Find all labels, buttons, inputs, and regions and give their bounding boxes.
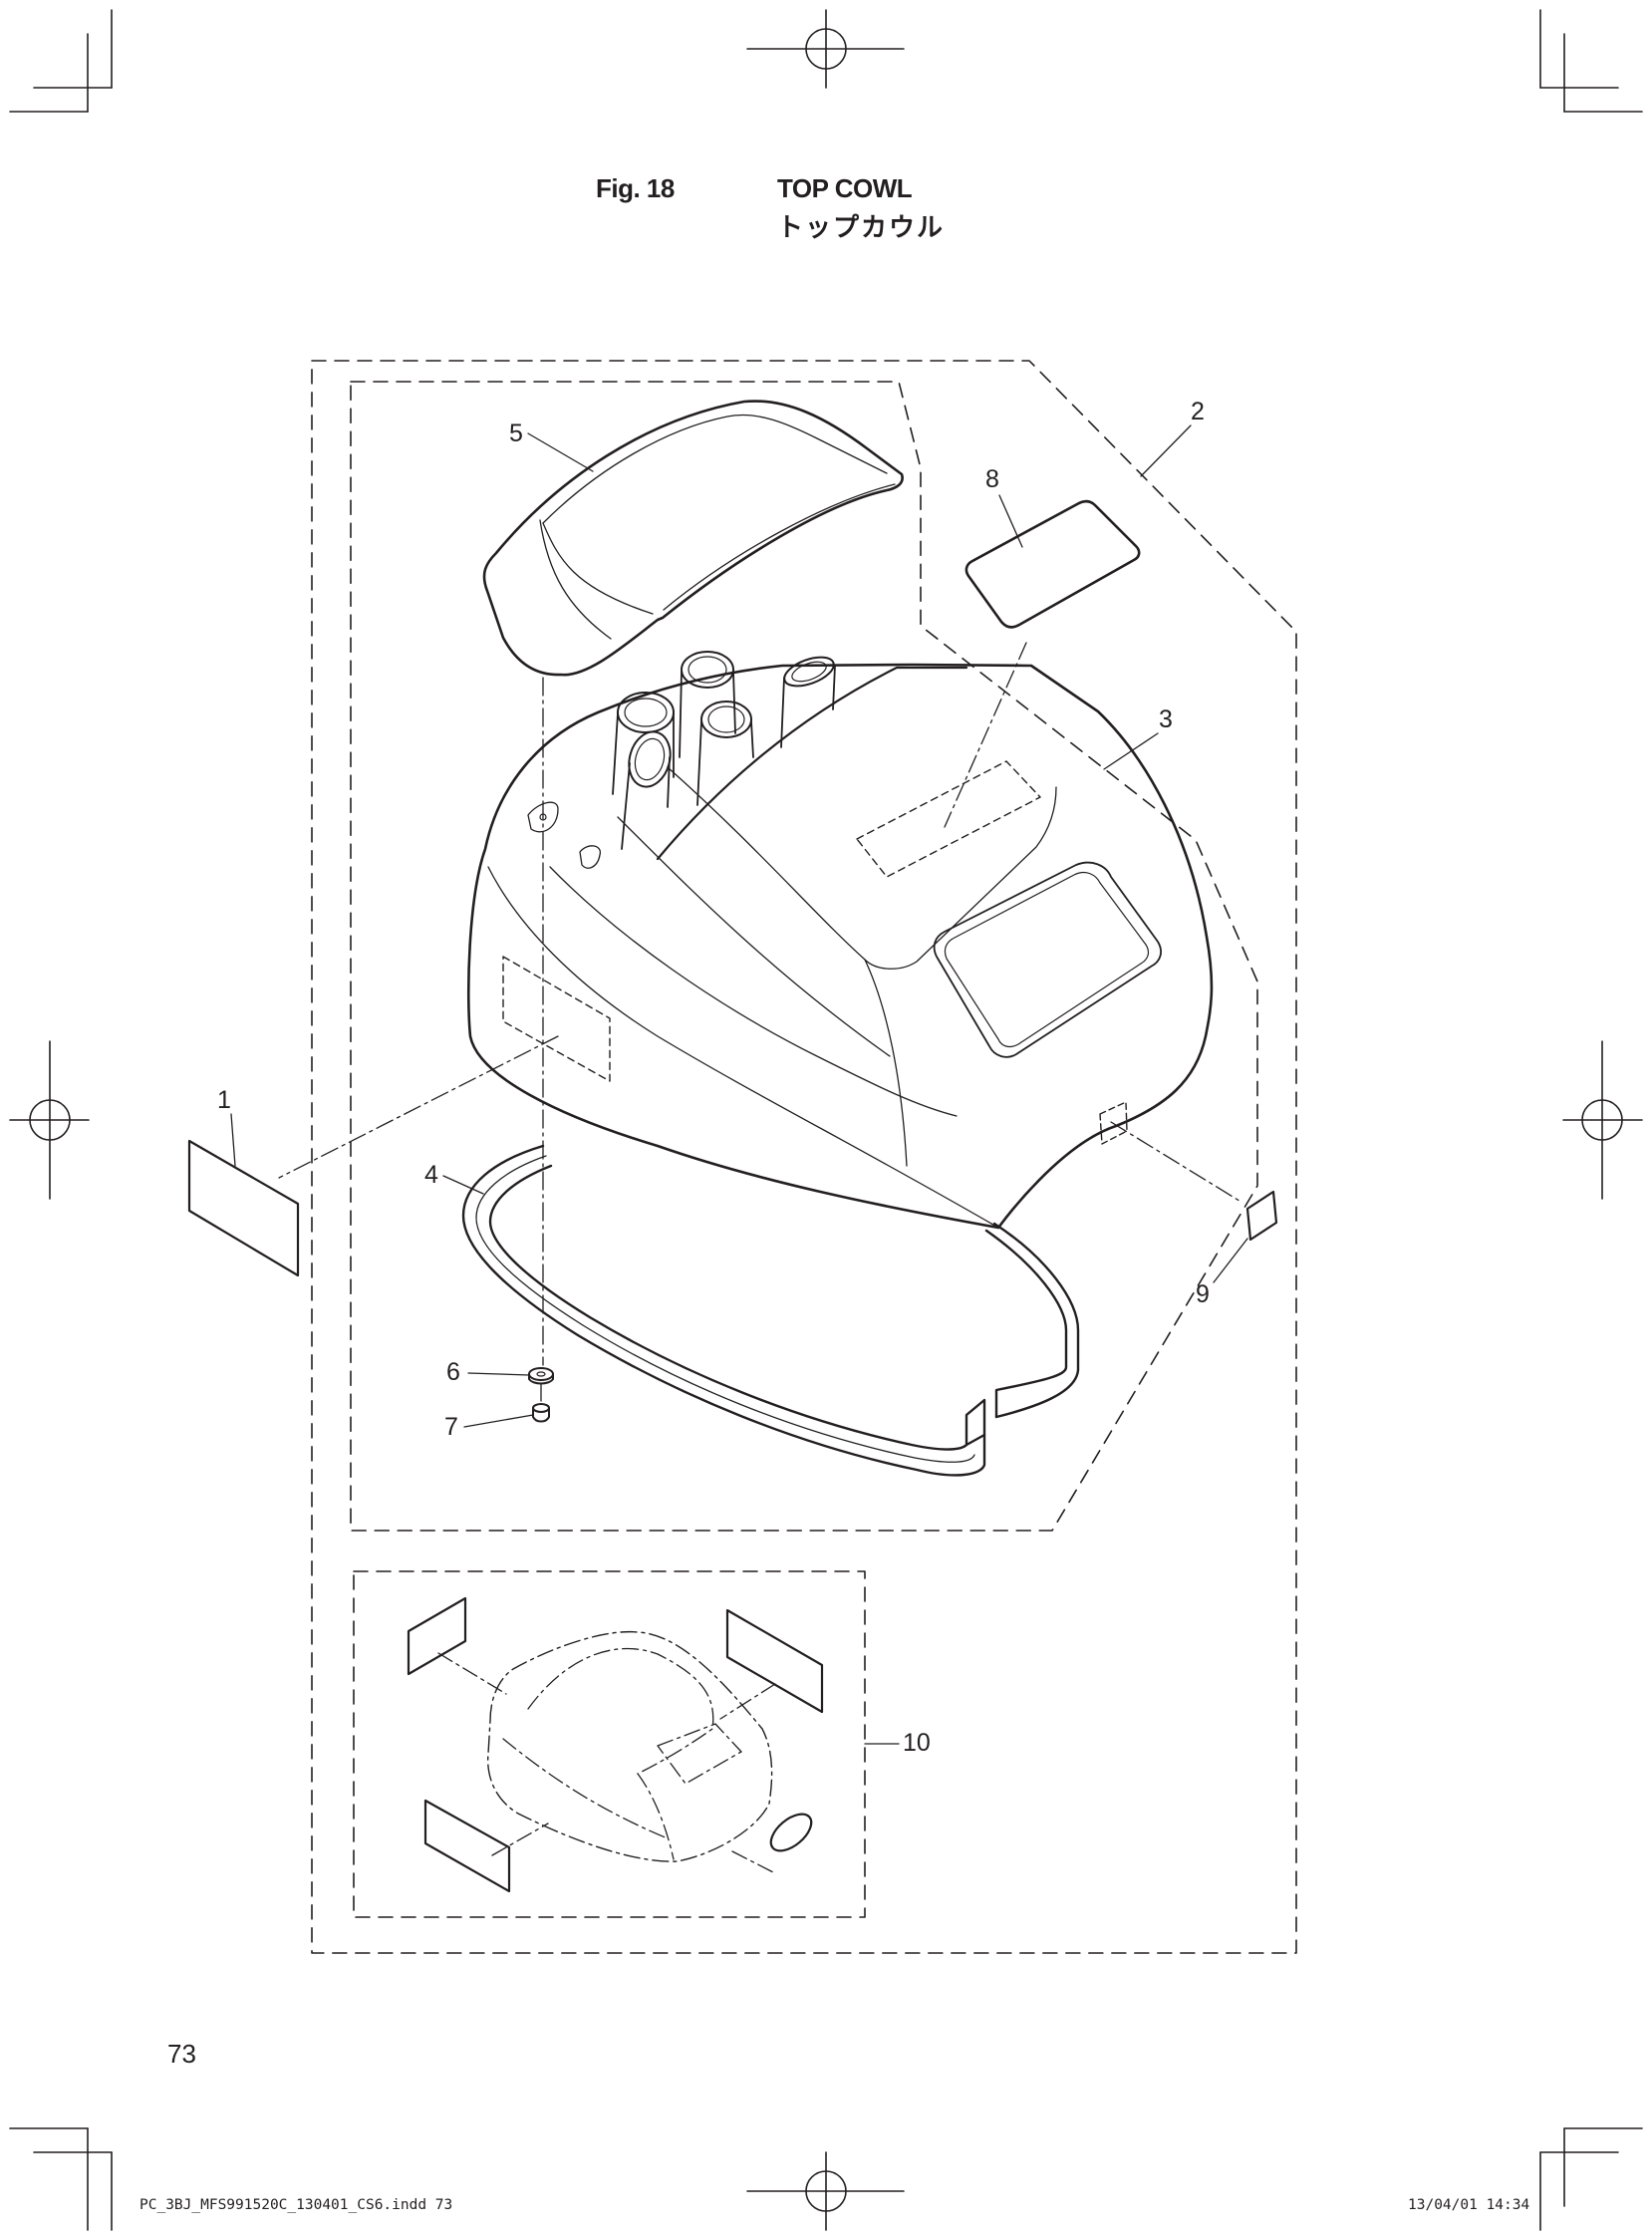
- part-5-top-cover: [482, 400, 904, 677]
- part-8-plate: [964, 499, 1141, 629]
- registration-target-icon: [9, 9, 1643, 2231]
- print-slug-filename: PC_3BJ_MFS991520C_130401_CS6.indd 73: [139, 2197, 453, 2213]
- callout-8: 8: [985, 465, 999, 493]
- callout-7: 7: [444, 1413, 458, 1441]
- figure-title-japanese: トップカウル: [777, 213, 946, 243]
- part-1-plate: [187, 1139, 300, 1277]
- callout-10: 10: [903, 1729, 931, 1757]
- page-number: 73: [167, 2039, 196, 2069]
- part-10-label-set: [407, 1596, 824, 1893]
- callout-3: 3: [1159, 705, 1173, 733]
- part-4-seal: [461, 1144, 1080, 1477]
- callout-1: 1: [217, 1086, 231, 1114]
- part-3-top-cowl: [466, 651, 1214, 1230]
- assembly-boundary-3: [350, 381, 1258, 1532]
- print-slug-datetime: 13/04/01 14:34: [1408, 2197, 1530, 2213]
- callout-5: 5: [509, 420, 523, 447]
- part-7-nut: [532, 1403, 550, 1423]
- figure-number: Fig. 18: [596, 173, 675, 203]
- callout-2: 2: [1191, 398, 1205, 425]
- callout-9: 9: [1196, 1280, 1210, 1308]
- kit-boundary-10: [353, 1570, 866, 1918]
- callout-6: 6: [446, 1358, 460, 1386]
- leader-lines: [230, 424, 1248, 1745]
- assembly-boundary-2: [311, 360, 1297, 1954]
- crop-marks: [9, 9, 1643, 2231]
- part-6-washer: [528, 1367, 554, 1385]
- part-9-plate: [1245, 1190, 1278, 1242]
- figure-title: TOP COWL: [777, 173, 913, 203]
- assembly-path-lines: [278, 642, 1243, 1404]
- callout-4: 4: [424, 1161, 438, 1189]
